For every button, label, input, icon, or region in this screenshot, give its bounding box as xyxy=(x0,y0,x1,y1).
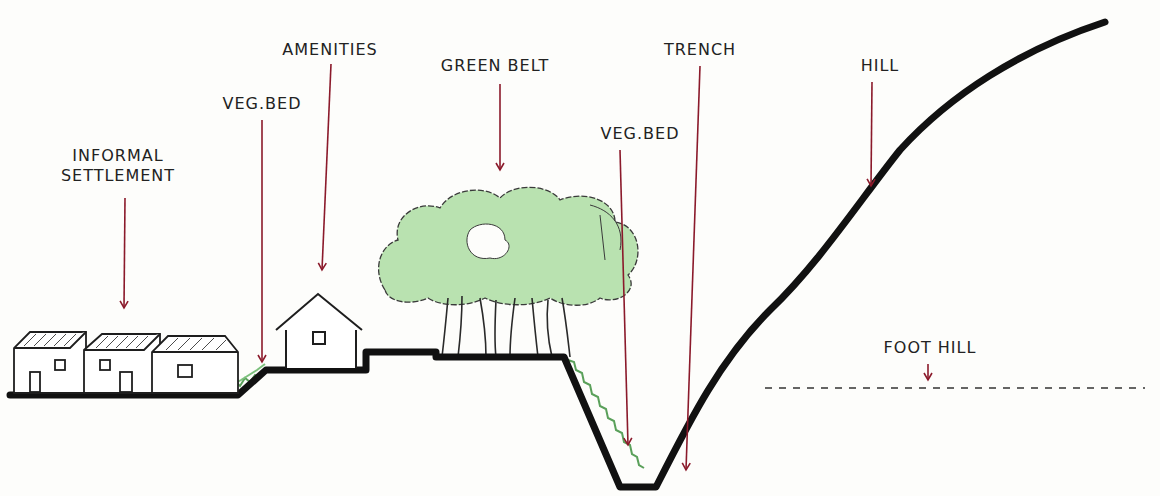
vegetation-bed xyxy=(220,360,644,468)
part-label: HILL xyxy=(861,56,900,76)
part-label: FOOT HILL xyxy=(884,338,977,358)
leader-arrows xyxy=(124,64,928,470)
part-label: TRENCH xyxy=(664,40,736,60)
green-belt-trees xyxy=(379,187,638,357)
part-label: INFORMAL SETTLEMENT xyxy=(53,146,183,186)
informal-settlement-houses xyxy=(14,332,238,393)
part-label: VEG.BED xyxy=(223,94,302,114)
amenities-building xyxy=(276,294,362,368)
ground-profile xyxy=(10,22,1105,487)
part-label: VEG.BED xyxy=(601,124,680,144)
part-label: GREEN BELT xyxy=(441,56,549,76)
part-label: AMENITIES xyxy=(282,40,377,60)
foothill-dashed-line xyxy=(765,387,1145,388)
